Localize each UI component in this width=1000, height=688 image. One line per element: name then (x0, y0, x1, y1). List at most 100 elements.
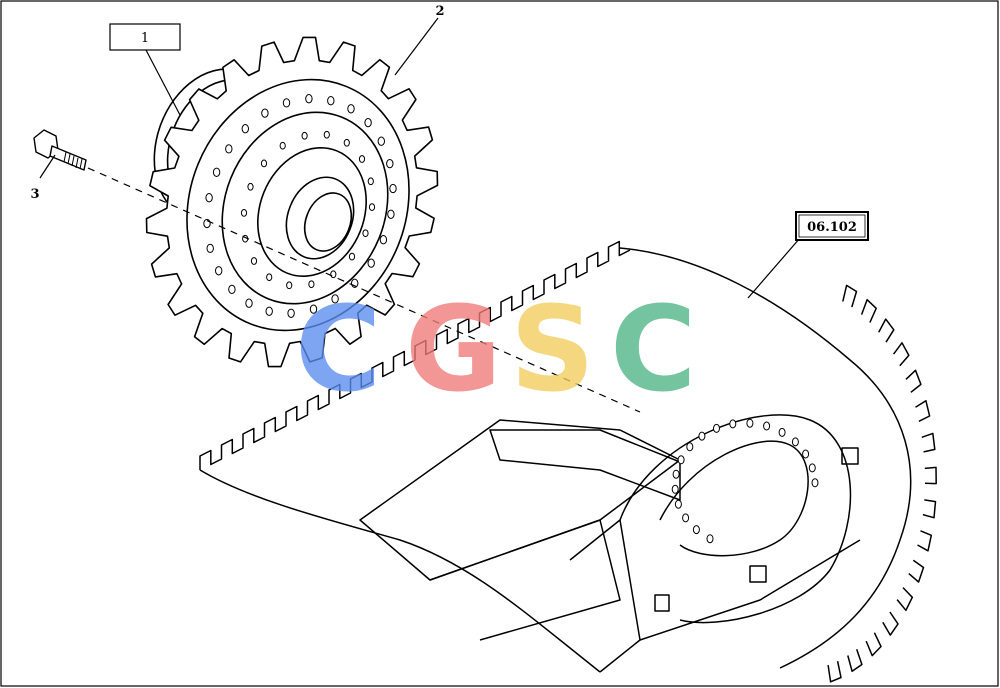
housing-hole (674, 499, 682, 509)
sprocket-hole (348, 252, 356, 261)
sprocket-hole (301, 131, 308, 140)
housing-hole (692, 525, 700, 535)
sprocket-hole (362, 229, 369, 238)
sprocket-bolt-holes (203, 94, 397, 318)
bolt-icon (33, 129, 87, 171)
sprocket-hole (206, 243, 214, 254)
frame-lower-body (199, 469, 601, 673)
part-2-label: 2 (435, 4, 444, 19)
housing-hole (713, 423, 720, 433)
housing-hole (671, 484, 679, 494)
sprocket-hole (386, 158, 394, 169)
watermark-letter-2: G (405, 280, 502, 418)
sprocket-rim (186, 78, 410, 332)
housing-hole (677, 455, 685, 465)
sprocket-icon (145, 36, 439, 368)
sprocket-hub-outer (257, 146, 367, 278)
sprocket-hole (308, 280, 315, 289)
leader-06102 (747, 237, 801, 299)
housing-hole (763, 421, 771, 431)
sprocket-hole (225, 144, 233, 154)
housing-hole (706, 534, 714, 544)
drive-housing (619, 414, 852, 624)
sprocket-hole (245, 298, 253, 308)
frame-block-1 (841, 447, 859, 465)
housing-hole (791, 437, 799, 447)
sprocket-hole (228, 284, 236, 295)
housing-hole (698, 431, 706, 441)
sprocket-hole (282, 98, 291, 108)
sprocket-hole (241, 124, 250, 134)
bolt-thread (63, 151, 83, 170)
frame-beam-side (429, 519, 621, 641)
sprocket-hole (377, 136, 385, 146)
sprocket-hole (212, 167, 221, 177)
housing-hole (778, 427, 786, 437)
sprocket-bolt-circle (221, 111, 389, 305)
sprocket-hole (379, 235, 388, 245)
sprocket-bore (285, 176, 355, 260)
housing-hole (808, 463, 816, 473)
sprocket-hole (368, 203, 376, 211)
track-right-teeth (827, 284, 937, 683)
sprocket-hole (260, 159, 268, 168)
track-frame-icon (199, 240, 937, 683)
sprocket-hole (286, 281, 293, 290)
housing-hole (686, 442, 694, 452)
assembly-axis-line (87, 167, 641, 413)
housing-hole (746, 418, 754, 428)
ref-box-06102 (795, 211, 869, 241)
watermark-letter-4: C (610, 280, 697, 418)
frame-block-2 (749, 565, 767, 583)
sprocket-hole (387, 209, 395, 219)
watermark-letter-3: S (510, 280, 595, 418)
part-3-label: 3 (30, 187, 39, 202)
ref-box-1 (109, 23, 181, 51)
leader-1 (145, 49, 181, 116)
cgsc-watermark: C G S C (295, 280, 697, 418)
housing-bolt-holes (671, 418, 819, 544)
sprocket-hole (389, 183, 397, 194)
leader-2 (394, 17, 439, 76)
sprocket-hole (343, 138, 350, 147)
sprocket-hole (265, 306, 273, 316)
housing-hole (682, 513, 690, 523)
ref-box-06102-inner (798, 214, 866, 238)
sprocket-hole (266, 273, 273, 282)
sprocket-hole (279, 141, 286, 150)
frame-guide-plate (489, 429, 681, 501)
track-upper-teeth (199, 240, 631, 470)
leader-lines (39, 17, 801, 299)
housing-hole (672, 469, 680, 479)
frame-side-plate (569, 519, 641, 673)
housing-hole (802, 449, 810, 459)
sprocket-hole (250, 257, 258, 265)
sprocket-hole (261, 108, 269, 118)
watermark-letter-1: C (295, 280, 382, 418)
sprocket-hole (330, 270, 337, 279)
sprocket-hole (205, 193, 213, 203)
sprocket-hole (367, 258, 375, 268)
frame-block-3 (654, 594, 670, 612)
sprocket-hole (364, 117, 372, 128)
housing-hole (811, 478, 819, 488)
sprocket-hole (331, 294, 339, 304)
frame-beam-top (359, 419, 681, 581)
drive-housing-inner (659, 440, 809, 557)
sprocket-hole (347, 104, 355, 114)
sprocket-hole (215, 266, 223, 276)
sprocket-hole (367, 177, 374, 186)
sprocket-hole (323, 130, 330, 139)
ref-box-06102-label: 06.102 (807, 220, 857, 235)
track-right-loop (619, 247, 912, 669)
sprocket-hole (247, 182, 254, 191)
sprocket-hole (309, 304, 318, 314)
sprocket-hole (287, 308, 295, 318)
housing-hole (729, 419, 737, 429)
sprocket-hole (305, 94, 313, 104)
sprocket-hole (327, 96, 335, 106)
frame-bottom-rail (639, 539, 861, 641)
ref-box-1-label: 1 (141, 31, 149, 46)
